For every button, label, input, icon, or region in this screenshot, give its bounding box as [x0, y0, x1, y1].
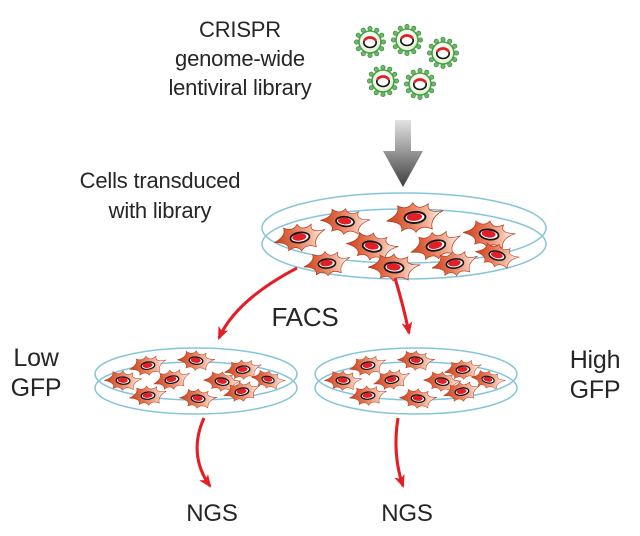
library-title-line2: genome-wide [175, 46, 305, 71]
facs-label: FACS [271, 302, 339, 332]
virus-icon [353, 25, 387, 59]
low-gfp-line1: Low [13, 344, 59, 372]
library-title: CRISPR genome-wide lentiviral library [133, 15, 347, 102]
low-gfp-label: Low GFP [4, 343, 68, 403]
transduced-cells-label: Cells transduced with library [53, 166, 267, 226]
virus-icon [403, 67, 437, 101]
ngs-right-label: NGS [381, 500, 433, 527]
library-title-line3: lentiviral library [168, 75, 312, 100]
facs-arrow-left-icon [217, 266, 298, 340]
transduced-cells-line1: Cells transduced [79, 168, 241, 193]
high-gfp-label: High GFP [560, 345, 630, 405]
high-gfp-line1: High [569, 346, 621, 374]
ngs-arrow-left-icon [195, 417, 212, 488]
virus-icon [366, 64, 400, 98]
high-gfp-line2: GFP [569, 376, 621, 404]
low-gfp-line2: GFP [10, 374, 62, 402]
ngs-left-label: NGS [186, 500, 238, 527]
ngs-arrow-right-icon [394, 417, 405, 489]
gray-down-arrow-icon [383, 120, 423, 187]
library-title-line1: CRISPR [199, 17, 281, 42]
virus-cluster [353, 23, 460, 101]
virus-icon [390, 23, 424, 57]
virus-icon [426, 36, 460, 70]
transduced-cells-line2: with library [108, 198, 212, 223]
facs-arrow-right-icon [393, 277, 413, 336]
